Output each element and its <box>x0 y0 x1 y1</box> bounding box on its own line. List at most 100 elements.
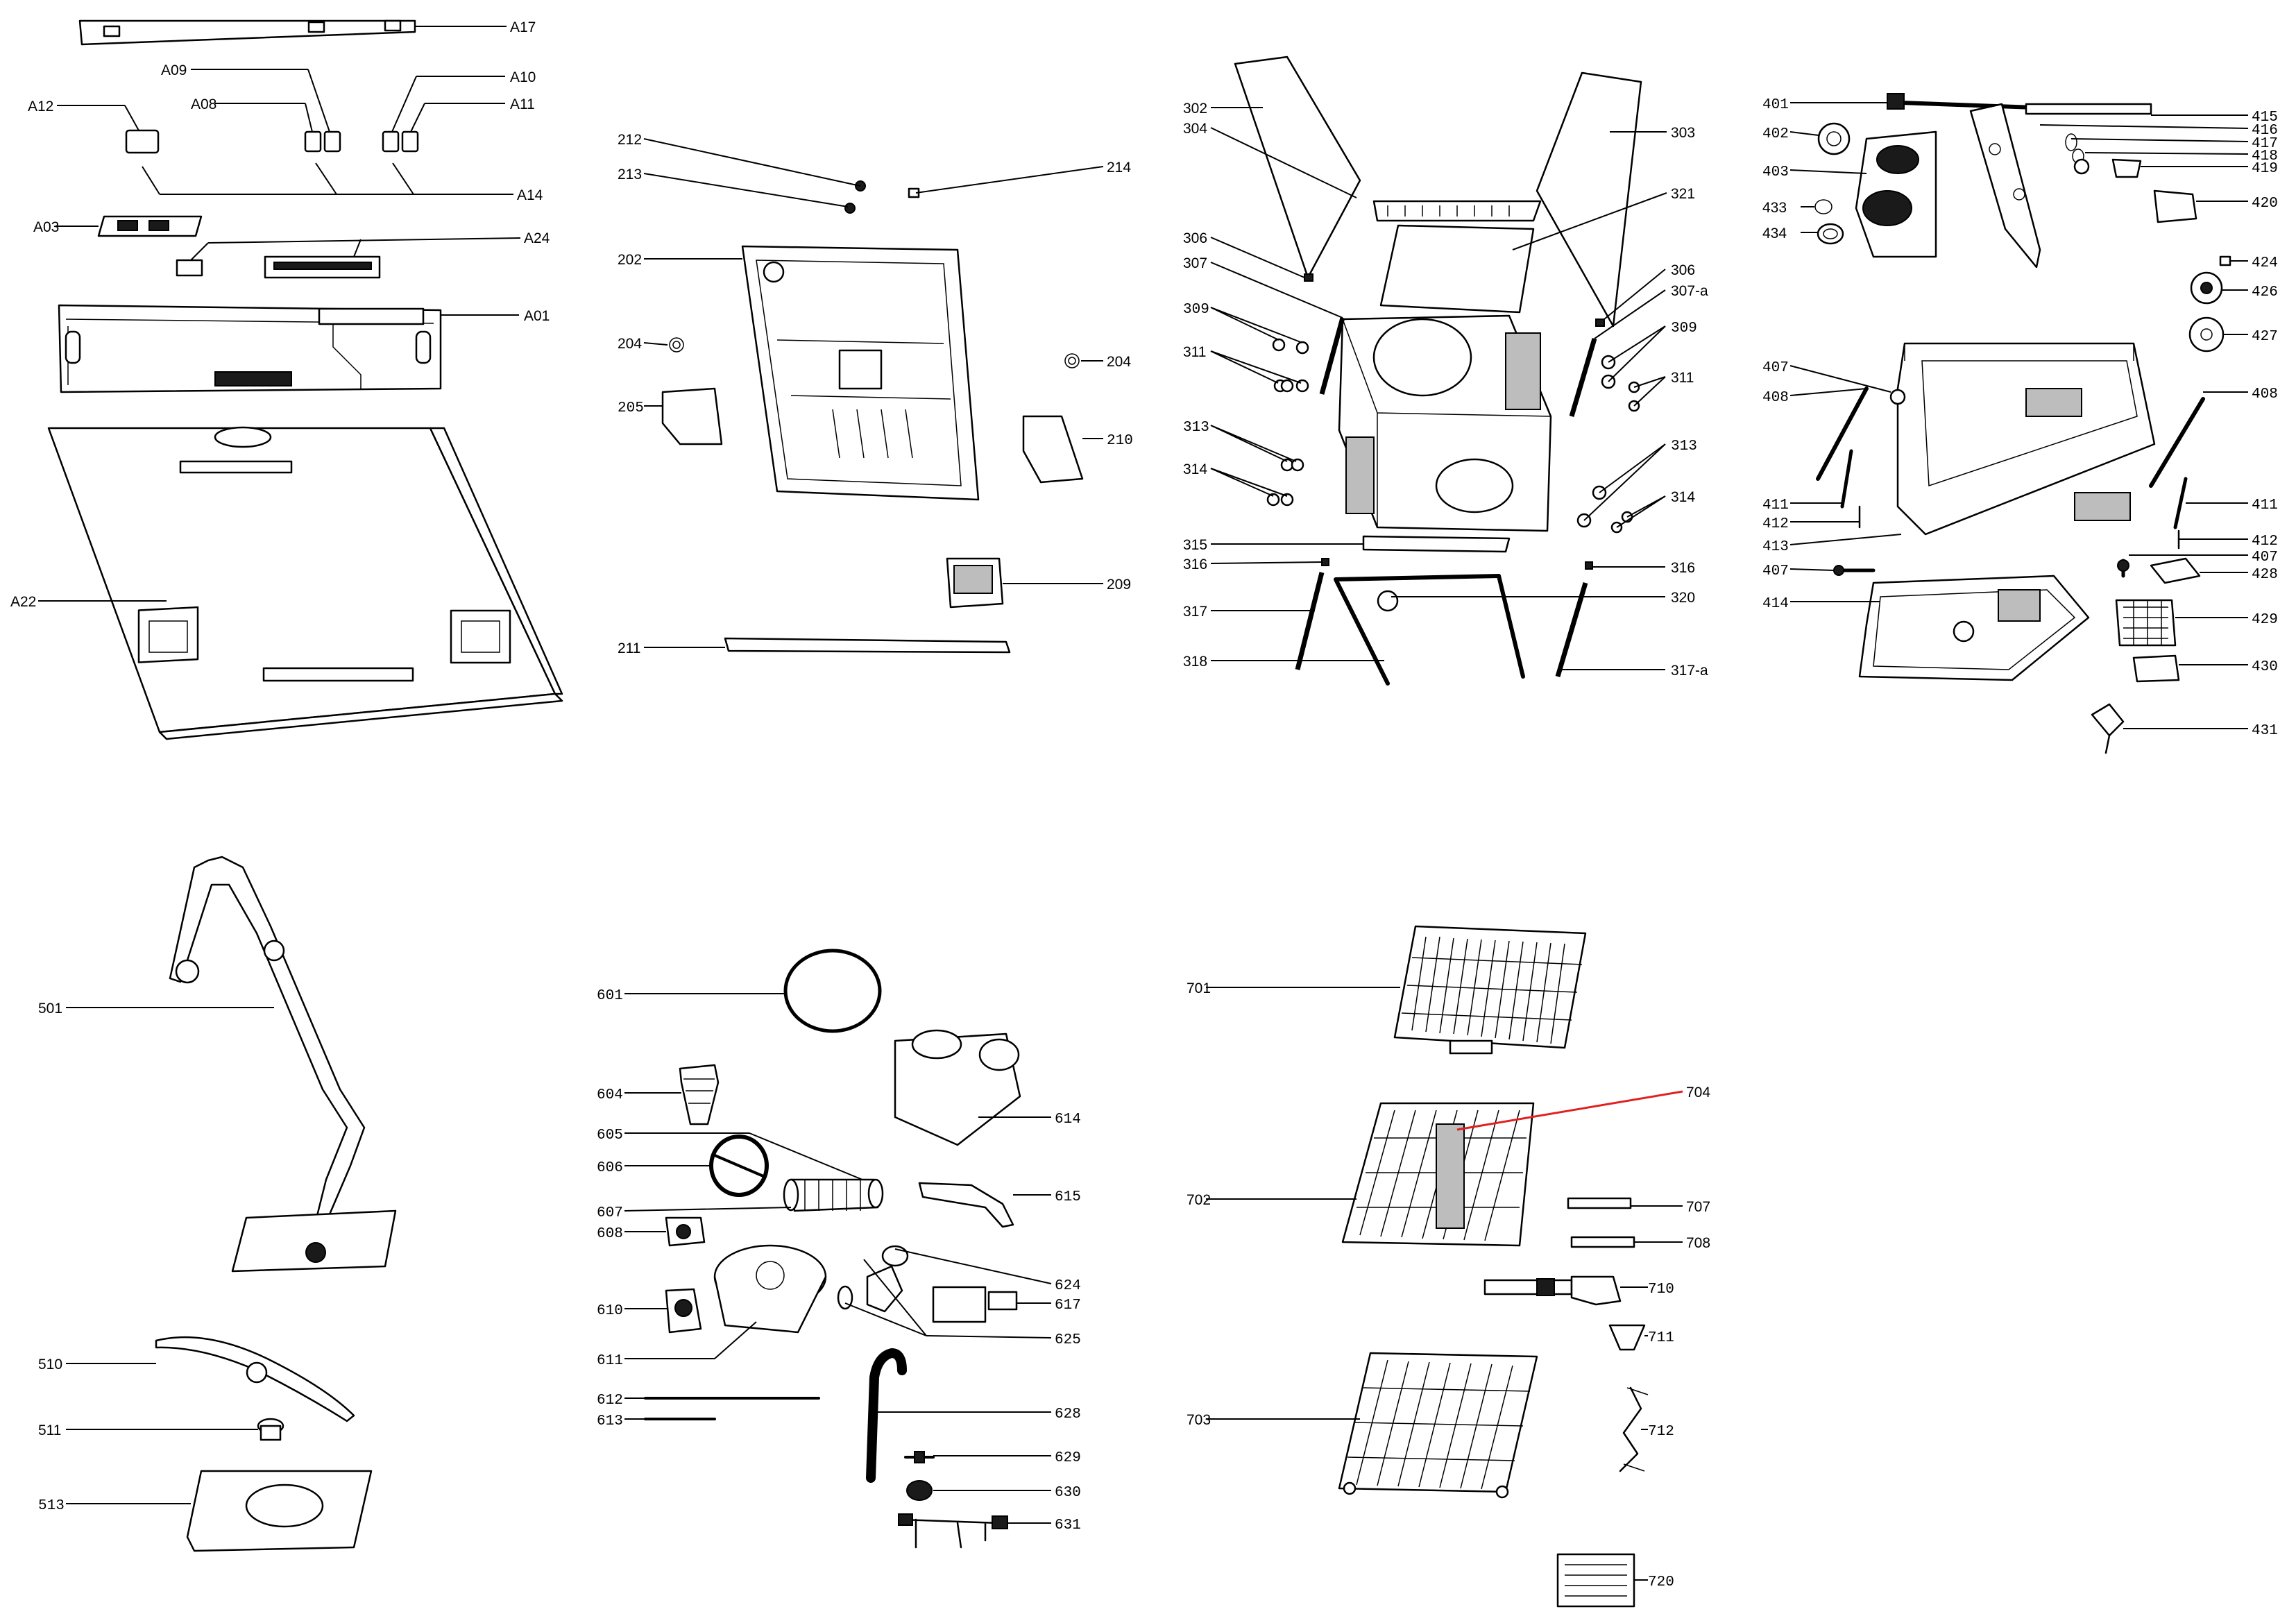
label-309-right: 309 <box>1671 321 1697 337</box>
part-204-spring-left <box>669 337 684 352</box>
part-a01-control-panel <box>58 304 442 393</box>
label-403: 403 <box>1762 164 1789 180</box>
part-434-seal-ring <box>1817 223 1844 245</box>
part-615-bracket <box>918 1182 1014 1228</box>
label-614: 614 <box>1055 1112 1081 1128</box>
part-711-knob <box>1608 1324 1646 1351</box>
part-424-clip <box>2219 255 2231 266</box>
label-424: 424 <box>2252 255 2278 271</box>
part-211-bottom-seal <box>724 637 1011 654</box>
label-413: 413 <box>1762 539 1789 555</box>
part-611-sump <box>713 1244 827 1334</box>
label-a09: A09 <box>161 62 187 78</box>
group-600-hydraulics: 601 614 604 605 606 607 <box>597 949 1081 1549</box>
part-tub-body <box>1338 314 1552 532</box>
label-311-left: 311 <box>1183 344 1206 360</box>
label-306-left: 306 <box>1183 230 1207 246</box>
part-307a-rail-right <box>1569 338 1597 417</box>
label-416: 416 <box>2252 123 2278 139</box>
part-204-spring-right <box>1064 353 1080 368</box>
label-204-right: 204 <box>1107 354 1131 370</box>
label-624: 624 <box>1055 1278 1081 1294</box>
label-a24: A24 <box>524 230 550 246</box>
label-304: 304 <box>1183 121 1207 137</box>
label-314-left: 314 <box>1183 461 1207 477</box>
part-628-drain-hose <box>866 1348 907 1483</box>
label-212: 212 <box>618 132 642 148</box>
part-a22-outer-door <box>47 426 563 740</box>
label-321: 321 <box>1671 186 1695 202</box>
label-511: 511 <box>38 1422 61 1438</box>
part-303-side-panel-right <box>1536 71 1642 328</box>
group-400-base: 401 415 402 403 433 434 4 <box>1762 93 2278 754</box>
label-428: 428 <box>2252 567 2278 583</box>
part-510-lower-spray-arm <box>155 1336 355 1422</box>
label-408-right: 408 <box>2252 386 2278 402</box>
part-403-sump-housing <box>1855 130 1937 258</box>
label-a22: A22 <box>10 594 36 610</box>
part-411-rod-right <box>2173 477 2188 529</box>
part-302-side-panel-left <box>1234 56 1361 279</box>
part-408-side-strip-right <box>2149 397 2205 488</box>
group-a-door-assembly: A17 A09 A08 A10 A11 A12 A14 A03 <box>10 19 563 740</box>
label-307: 307 <box>1183 255 1207 271</box>
part-320-bracket <box>1377 590 1399 612</box>
label-712: 712 <box>1648 1424 1674 1440</box>
part-321-insulation-sheet <box>1379 224 1535 314</box>
part-base-frame <box>1896 342 2156 536</box>
part-210-hinge-right <box>1022 415 1084 484</box>
label-419: 419 <box>2252 161 2278 177</box>
label-720: 720 <box>1648 1574 1674 1590</box>
label-204-left: 204 <box>618 336 642 352</box>
label-431: 431 <box>2252 723 2278 739</box>
part-601-sump-gasket <box>783 949 882 1033</box>
part-703-lower-basket <box>1338 1352 1538 1499</box>
part-416-hose-clamp <box>2065 133 2077 151</box>
label-412-right: 412 <box>2252 534 2278 550</box>
part-408-side-strip-left <box>1816 386 1869 481</box>
label-430: 430 <box>2252 659 2278 675</box>
label-630: 630 <box>1055 1485 1081 1501</box>
part-427-cover-disc <box>2188 316 2225 352</box>
label-414: 414 <box>1762 596 1789 612</box>
label-510: 510 <box>38 1357 62 1373</box>
part-511-bearing <box>257 1418 284 1441</box>
label-313-right: 313 <box>1671 439 1697 454</box>
label-434: 434 <box>1762 226 1787 241</box>
label-407-c: 407 <box>2252 550 2278 566</box>
label-306-right: 306 <box>1671 262 1695 278</box>
part-315-bottom-rail <box>1362 535 1511 553</box>
label-402: 402 <box>1762 126 1789 142</box>
part-513-filter-tray <box>186 1470 373 1552</box>
part-306-clip-right <box>1595 318 1605 327</box>
label-601: 601 <box>597 988 623 1004</box>
group-700-baskets: 701 704 702 707 708 710 711 <box>1187 925 1710 1608</box>
part-712-wire-harness <box>1619 1386 1642 1472</box>
label-316-right: 316 <box>1671 560 1695 576</box>
label-209: 209 <box>1107 577 1131 593</box>
part-309-311-right-grommets <box>1601 355 1640 412</box>
label-303: 303 <box>1671 125 1695 141</box>
part-button-caps <box>125 129 419 154</box>
label-a12: A12 <box>28 99 53 114</box>
part-a17-trim-strip <box>78 19 416 46</box>
label-628: 628 <box>1055 1407 1081 1422</box>
label-a01: A01 <box>524 308 550 324</box>
part-209-detergent-dispenser <box>946 557 1004 609</box>
label-513: 513 <box>38 1498 65 1514</box>
label-411-left: 411 <box>1762 498 1789 513</box>
label-412-left: 412 <box>1762 516 1789 532</box>
part-607-bellows-hose <box>783 1178 884 1212</box>
part-614-wash-pump <box>894 1029 1021 1146</box>
label-316-left: 316 <box>1183 556 1207 572</box>
label-704: 704 <box>1686 1085 1710 1101</box>
part-501-upper-spray-pipe <box>169 856 366 1223</box>
part-313-314-left-fixings <box>1266 458 1304 507</box>
part-708-rail-insert <box>1570 1236 1635 1248</box>
part-415-connector-hose <box>2025 103 2152 115</box>
part-419-valve <box>2111 158 2142 178</box>
part-701-cutlery-tray <box>1393 925 1587 1055</box>
label-213: 213 <box>618 167 642 182</box>
label-401: 401 <box>1762 97 1789 113</box>
